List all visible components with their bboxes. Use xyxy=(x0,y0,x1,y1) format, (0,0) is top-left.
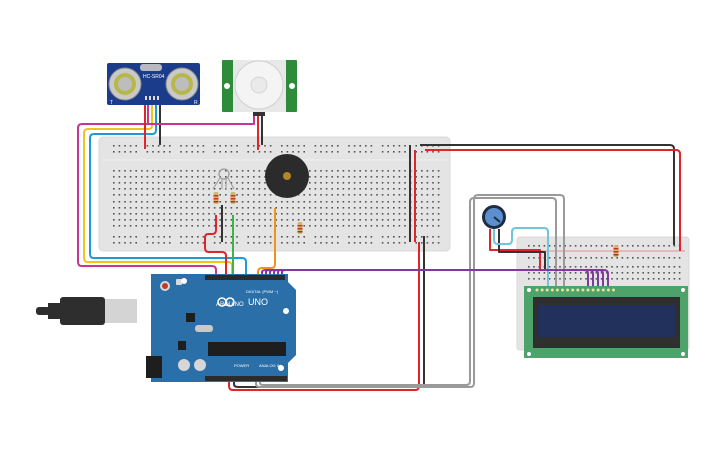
lcd-pin xyxy=(555,288,559,292)
potentiometer[interactable] xyxy=(482,205,506,229)
lcd-pin xyxy=(545,288,549,292)
lcd-pin xyxy=(591,288,595,292)
lcd-pin xyxy=(586,288,590,292)
resistor-2[interactable] xyxy=(230,192,236,204)
rgb-led[interactable] xyxy=(212,168,235,190)
resistor-1[interactable] xyxy=(213,192,219,204)
wire-yellow[interactable] xyxy=(83,105,233,275)
arduino-analog-label: ANALOG IN xyxy=(259,363,281,368)
lcd-pin xyxy=(612,288,615,292)
usb-cable[interactable] xyxy=(36,297,137,325)
wire-magenta[interactable] xyxy=(77,105,217,275)
ultrasonic-label: HC-SR04 xyxy=(143,74,165,80)
wire-purple-lcd-5[interactable] xyxy=(281,269,609,290)
arduino-model: UNO xyxy=(248,297,268,307)
lcd-pin xyxy=(535,288,539,292)
lcd-pin xyxy=(566,288,570,292)
lcd-pin xyxy=(540,288,544,292)
wire-orange-buzzer[interactable] xyxy=(257,208,276,275)
wire-magenta-pir[interactable] xyxy=(148,116,255,125)
lcd-pin xyxy=(601,288,605,292)
buzzer[interactable] xyxy=(265,154,309,198)
wire-gray-a0[interactable] xyxy=(255,194,565,388)
wire-red-pot[interactable] xyxy=(489,229,541,270)
ultrasonic-sensor[interactable]: HC-SR04 T R xyxy=(107,63,200,106)
wire-gray-a1[interactable] xyxy=(259,197,557,386)
wire-blue[interactable] xyxy=(89,105,247,275)
arduino-power-label: POWER xyxy=(234,363,249,368)
lcd-pin xyxy=(581,288,585,292)
wire-black-to-small[interactable] xyxy=(420,144,675,245)
arduino-digital-label: DIGITAL (PWM ~) xyxy=(246,289,279,294)
pir-sensor[interactable] xyxy=(222,60,297,116)
lcd-pin xyxy=(550,288,554,292)
wire-black-pot[interactable] xyxy=(498,229,546,270)
wire-red-to-small[interactable] xyxy=(425,149,681,251)
lcd-pin xyxy=(596,288,600,292)
lcd-pin xyxy=(571,288,575,292)
resistor-4[interactable] xyxy=(613,245,619,257)
lcd-pin xyxy=(576,288,580,292)
ultrasonic-pin-t: T xyxy=(110,100,113,106)
lcd-pin xyxy=(561,288,564,292)
ultrasonic-pin-r: R xyxy=(194,100,198,106)
lcd-pin xyxy=(606,288,610,292)
arduino-uno[interactable]: ARDUINO UNO DIGITAL (PWM ~) POWER ANALOG… xyxy=(146,274,296,382)
lcd-display[interactable] xyxy=(524,286,688,358)
resistor-3[interactable] xyxy=(297,222,303,234)
wire-red-led[interactable] xyxy=(204,215,227,275)
wire-cyan-pot[interactable] xyxy=(493,227,549,290)
wires xyxy=(77,105,681,391)
arduino-brand: ARDUINO xyxy=(216,302,244,308)
